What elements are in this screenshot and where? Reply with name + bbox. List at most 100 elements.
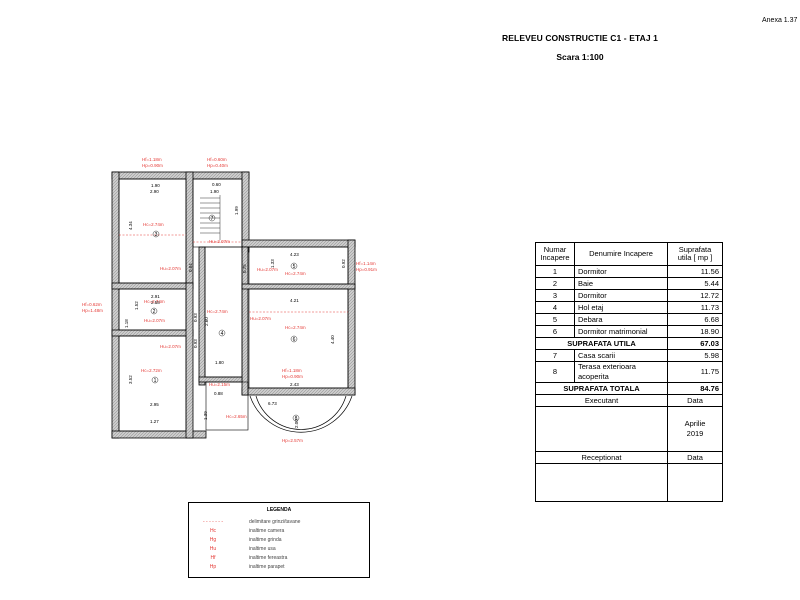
dim-text: 1.80: [215, 360, 224, 365]
date-year: 2019: [686, 429, 704, 438]
door-height-label: Hu=2.07m: [209, 239, 230, 244]
annex-label: Anexa 1.37: [762, 17, 798, 24]
dim-text: 0.88: [214, 391, 223, 396]
svg-text:6: 6: [293, 337, 296, 343]
svg-text:3: 3: [155, 232, 158, 238]
door-height-label: Hu=2.07m: [160, 266, 181, 271]
svg-text:2: 2: [153, 309, 156, 315]
door-height-label: Hu=2.15m: [209, 382, 230, 387]
room-height-label: Hc=2.74m: [285, 325, 306, 330]
dim-text: 2.90: [150, 189, 159, 194]
col-header-number: Numar Incapere: [535, 242, 575, 266]
room-marker-1: 1: [151, 376, 159, 384]
dim-text: 2.43: [290, 382, 299, 387]
dim-text: 2.60: [204, 317, 209, 326]
area-table: Numar Incapere Denumire Incapere Suprafa…: [535, 242, 723, 502]
dim-text: 1.52: [134, 301, 139, 310]
svg-text:1: 1: [154, 378, 157, 384]
dim-text: 1.99: [234, 206, 239, 215]
dim-text: 1.90: [210, 189, 219, 194]
legend-item: - - - - - - -delimitare grinzi/tavane: [203, 519, 301, 525]
date-month: Aprilie: [684, 419, 706, 428]
door-height-label: Hu=2.07m: [257, 267, 278, 272]
col-header-name: Denumire Incapere: [574, 242, 668, 266]
dim-text: 4.23: [290, 252, 299, 257]
room-height-label: Hc=2.65m: [226, 414, 247, 419]
walls: [111, 171, 356, 439]
dim-text: 2.91: [151, 294, 160, 299]
dim-text: 2.00: [294, 419, 299, 428]
dim-text: 0.92: [341, 259, 346, 268]
legend-box: LEGENDA - - - - - - -delimitare grinzi/t…: [188, 502, 370, 578]
door-height-label: Hu=2.07m: [250, 316, 271, 321]
svg-text:5: 5: [293, 264, 296, 270]
drawing-title: RELEVEU CONSTRUCTIE C1 - ETAJ 1: [502, 33, 658, 43]
dim-text: 4.34: [128, 221, 133, 230]
room-marker-4: 4: [218, 329, 226, 337]
terrace: [249, 395, 353, 433]
legend-title: LEGENDA: [266, 507, 292, 513]
receptionat-row: [535, 463, 723, 502]
room-height-label: Hc=2.74m: [285, 271, 306, 276]
svg-text:7: 7: [211, 216, 214, 222]
room-height-label: Hc=2.74m: [144, 299, 165, 304]
room-marker-5: 5: [290, 262, 298, 270]
parapet-height-label: Hp=2.57m: [282, 438, 303, 443]
dim-text: 4.21: [290, 298, 299, 303]
parapet-height-label: Hp=0.90m: [142, 163, 163, 168]
dim-text: 6.73: [268, 401, 277, 406]
room-height-label: Hc=2.74m: [143, 222, 164, 227]
window-height-label: Hf=1.14m: [356, 261, 376, 266]
dim-text: 0.93: [193, 313, 198, 322]
dim-text: 0.75: [242, 264, 247, 273]
dim-text: 1.90: [151, 183, 160, 188]
staircase: [200, 195, 221, 240]
col-header-area: Suprafata utila [ mp ]: [667, 242, 723, 266]
dim-text: 0.84: [188, 263, 193, 272]
room-marker-2: 2: [150, 307, 158, 315]
parapet-height-label: Hp=1.48m: [82, 308, 103, 313]
door-height-label: Hu=2.07m: [144, 318, 165, 323]
svg-text:8: 8: [295, 416, 298, 422]
parapet-height-label: Hp=0.40m: [207, 163, 228, 168]
window-height-label: Hf=0.60m: [207, 157, 227, 162]
dim-text: 4.40: [330, 335, 335, 344]
dim-text: 2.58: [151, 300, 160, 305]
door-height-label: Hu=2.07m: [160, 344, 181, 349]
dim-text: 3.52: [128, 375, 133, 384]
room-marker-8: 8: [292, 414, 300, 422]
window-height-label: Hf=1.18m: [282, 368, 302, 373]
dim-text: 1.18: [124, 319, 129, 328]
window-height-label: Hf=1.18m: [142, 157, 162, 162]
window-height-label: Hf=0.62m: [82, 302, 102, 307]
room-marker-7: 7: [208, 214, 216, 222]
parapet-height-label: Hp=0.90m: [282, 374, 303, 379]
dim-text: 0.93: [193, 339, 198, 348]
dim-text: 1.39: [203, 411, 208, 420]
dim-text: 1.27: [150, 419, 159, 424]
room-height-label: Hc=2.74m: [207, 309, 228, 314]
svg-text:4: 4: [221, 331, 224, 337]
room-marker-3: 3: [152, 230, 160, 238]
room-marker-6: 6: [290, 335, 298, 343]
